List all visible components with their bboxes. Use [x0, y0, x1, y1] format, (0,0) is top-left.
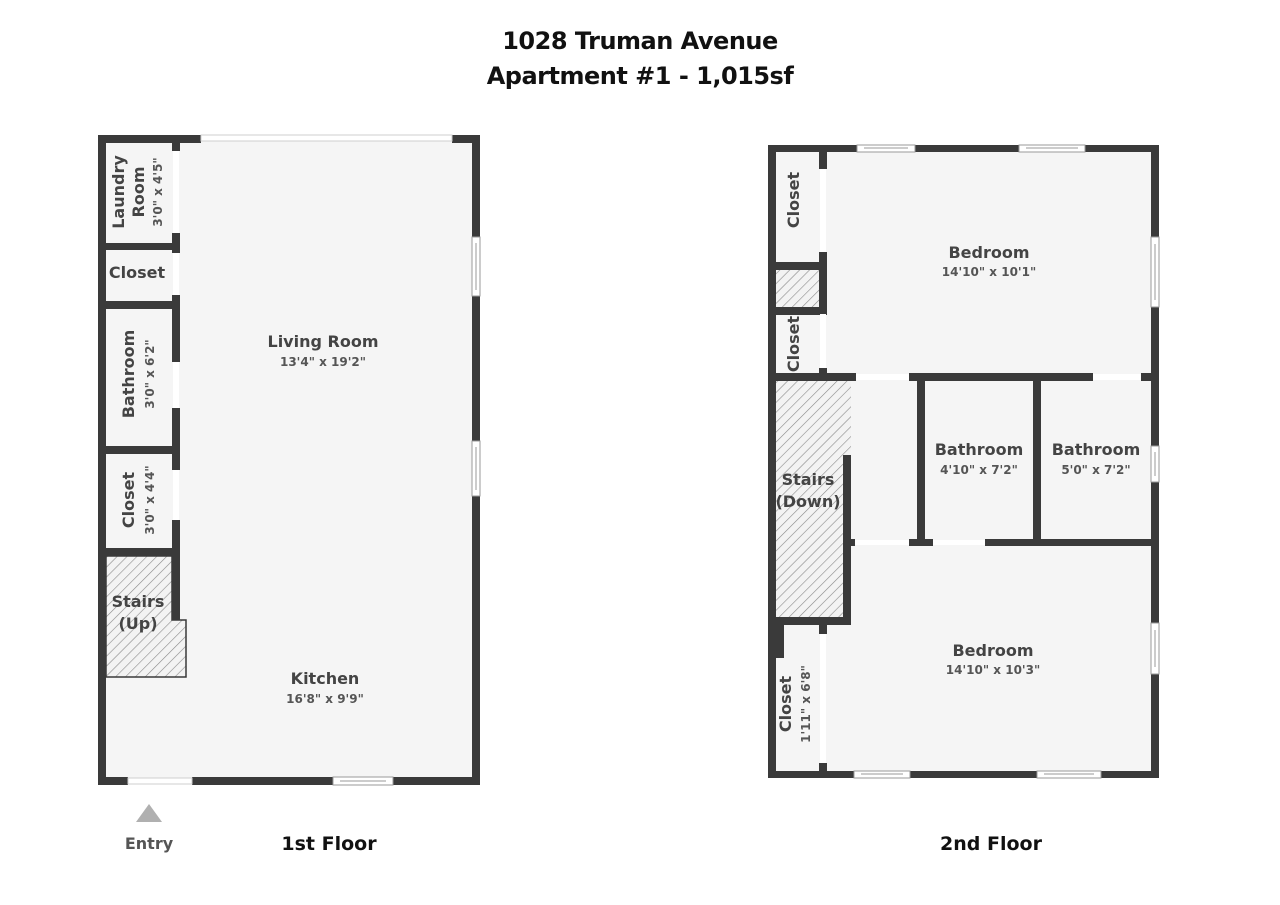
room-bathroom-a-dims: 4'10" x 7'2" [940, 463, 1018, 477]
room-closet-1-name: Closet [109, 263, 166, 282]
room-bedroom-bottom-name: Bedroom [952, 641, 1033, 660]
room-closet-2-dims: 3'0" x 4'4" [143, 465, 157, 534]
room-bathroom-1: Bathroom 3'0" x 6'2" [119, 330, 157, 419]
room-closet-2: Closet 3'0" x 4'4" [119, 465, 157, 534]
room-closet-bottom-name: Closet [776, 676, 795, 733]
second-floor-window-panes [861, 147, 1156, 775]
first-floor-bottom-window [332, 776, 394, 786]
room-bedroom-top: Bedroom 14'10" x 10'1" [942, 243, 1036, 279]
room-closet-1: Closet [109, 263, 166, 282]
room-bathroom-b-name: Bathroom [1052, 440, 1141, 459]
room-laundry: Laundry Room 3'0" x 4'5" [109, 155, 165, 229]
stairs-down-area [776, 381, 851, 617]
first-floor-interior-doors [173, 151, 179, 520]
room-kitchen-name: Kitchen [291, 669, 360, 688]
room-laundry-name-1: Laundry [109, 155, 128, 229]
room-bathroom-a: Bathroom 4'10" x 7'2" [935, 440, 1024, 477]
chase-hatched-box [776, 270, 819, 307]
room-closet-bottom-dims: 1'11" x 6'8" [799, 665, 813, 743]
room-closet-2-name: Closet [119, 472, 138, 529]
second-floor-plan: Closet Closet Bedroom 14'10" x 10'1" Sta… [768, 144, 1160, 855]
room-stairs-down: Stairs (Down) [775, 470, 840, 511]
first-floor-label: 1st Floor [281, 833, 377, 855]
room-living-room-dims: 13'4" x 19'2" [280, 355, 366, 369]
first-floor-area [100, 137, 478, 782]
room-stairs-up: Stairs (Up) [112, 592, 165, 633]
address-title: 1028 Truman Avenue [502, 27, 778, 55]
stairs-up-area [105, 555, 187, 678]
entry-label: Entry [125, 834, 174, 853]
room-laundry-dims: 3'0" x 4'5" [151, 157, 165, 226]
second-floor-label: 2nd Floor [940, 833, 1043, 855]
room-bathroom-1-name: Bathroom [119, 330, 138, 419]
room-stairs-down-name-2: (Down) [775, 492, 840, 511]
room-bathroom-1-dims: 3'0" x 6'2" [143, 339, 157, 408]
room-bedroom-bottom-dims: 14'10" x 10'3" [946, 663, 1040, 677]
room-bathroom-b: Bathroom 5'0" x 7'2" [1052, 440, 1141, 477]
room-stairs-up-name-2: (Up) [118, 614, 157, 633]
room-closet-mid: Closet [784, 316, 803, 373]
second-floor-interior-doors [820, 169, 1141, 763]
room-bathroom-b-dims: 5'0" x 7'2" [1061, 463, 1130, 477]
apartment-subtitle: Apartment #1 - 1,015sf [486, 62, 794, 90]
entry-door[interactable] [127, 777, 193, 785]
room-bedroom-bottom: Bedroom 14'10" x 10'3" [946, 641, 1040, 677]
first-floor-plan: Laundry Room 3'0" x 4'5" Closet Bathroom… [98, 134, 481, 855]
first-floor-right-windows [471, 236, 481, 497]
first-floor-outer-walls [98, 135, 480, 785]
room-stairs-up-name-1: Stairs [112, 592, 165, 611]
page-title: 1028 Truman Avenue Apartment #1 - 1,015s… [0, 24, 1280, 94]
room-living-room: Living Room 13'4" x 19'2" [268, 332, 379, 369]
entry-arrow-icon [136, 804, 162, 822]
room-closet-top-name: Closet [784, 172, 803, 229]
top-opening [200, 134, 453, 142]
room-bedroom-top-name: Bedroom [948, 243, 1029, 262]
room-kitchen-dims: 16'8" x 9'9" [286, 692, 364, 706]
room-living-room-name: Living Room [268, 332, 379, 351]
room-laundry-name-2: Room [129, 167, 148, 218]
room-bathroom-a-name: Bathroom [935, 440, 1024, 459]
room-kitchen: Kitchen 16'8" x 9'9" [286, 669, 364, 706]
room-bedroom-top-dims: 14'10" x 10'1" [942, 265, 1036, 279]
room-closet-top: Closet [784, 172, 803, 229]
room-stairs-down-name-1: Stairs [782, 470, 835, 489]
room-closet-mid-name: Closet [784, 316, 803, 373]
first-floor-interior-walls [98, 135, 180, 620]
room-closet-bottom: Closet 1'11" x 6'8" [776, 665, 813, 743]
